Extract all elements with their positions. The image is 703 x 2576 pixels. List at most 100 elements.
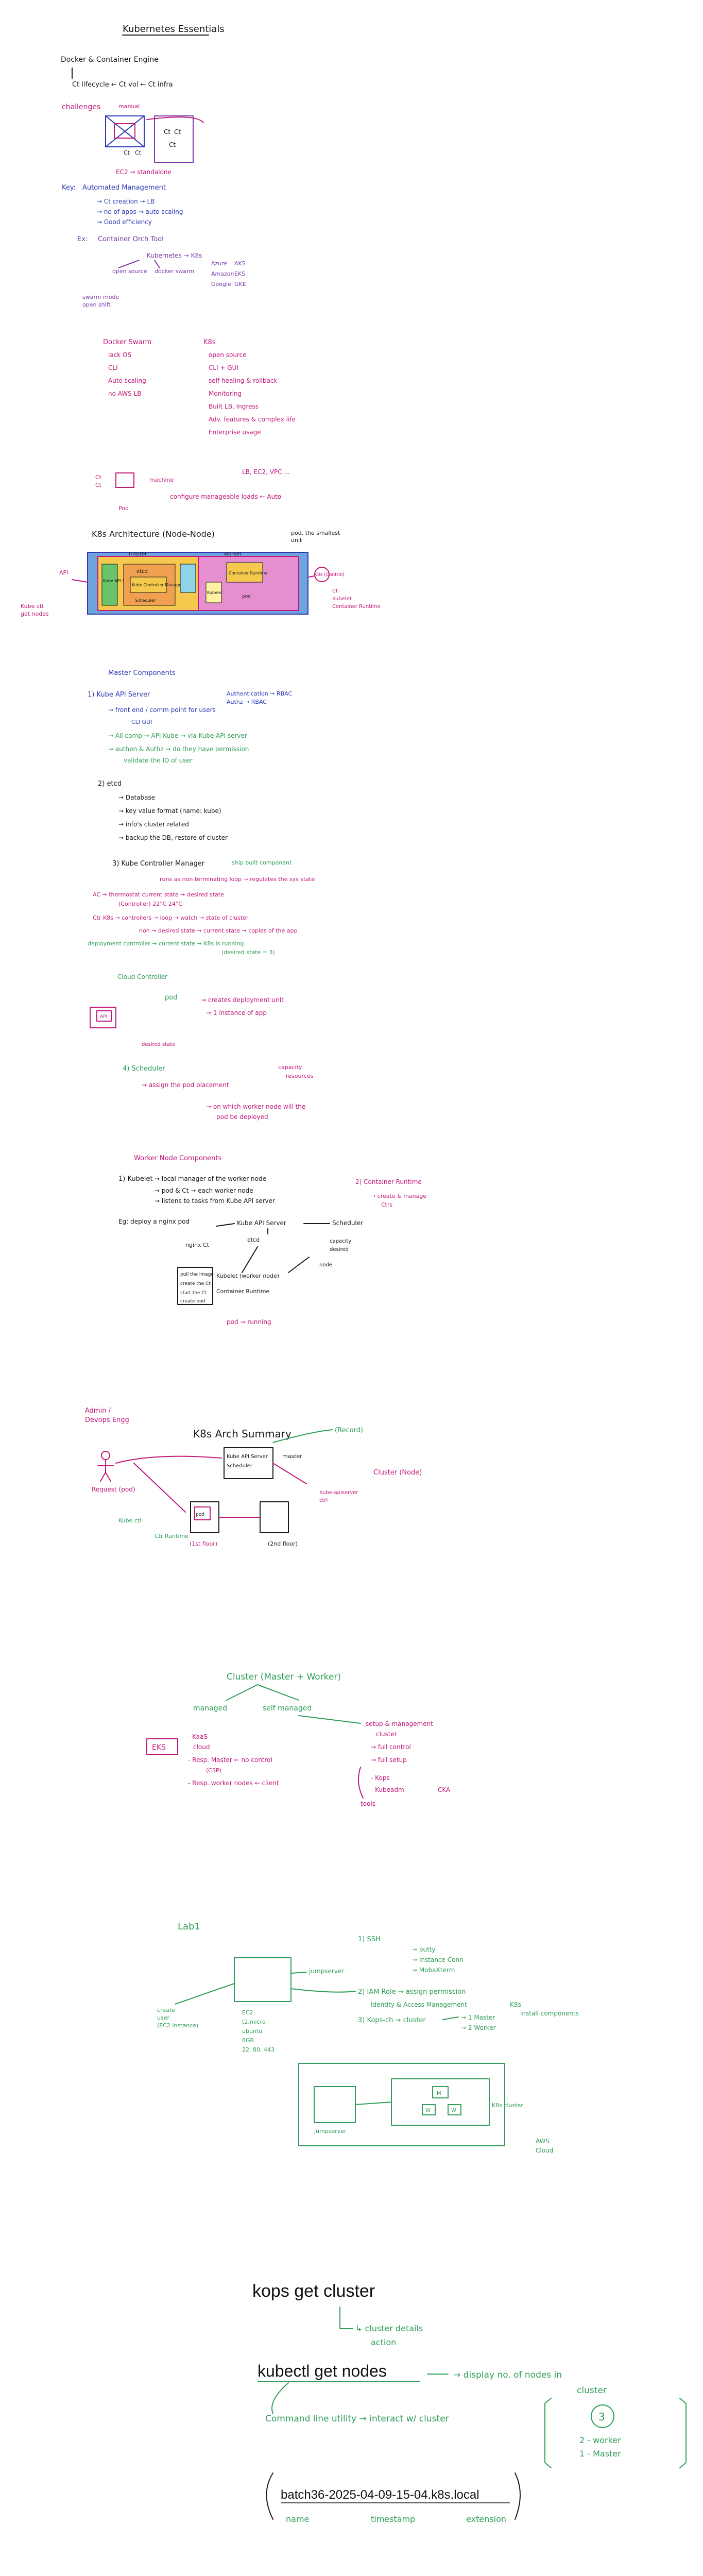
svg-text:user: user	[157, 2014, 169, 2021]
svg-text:batch36-2025-04-09-15-04.k8s.l: batch36-2025-04-09-15-04.k8s.local	[281, 2488, 479, 2502]
deployment-notes: Cloud Controller pod → creates deploymen…	[90, 973, 284, 1047]
svg-text:1 - Master: 1 - Master	[579, 2449, 621, 2459]
intro-line2: Ct lifecycle ← Ct vol ← Ct infra	[72, 81, 173, 89]
svg-text:→ creates deployment unit: → creates deployment unit	[201, 996, 284, 1004]
svg-text:→ full control: → full control	[371, 1743, 411, 1751]
svg-text:timestamp: timestamp	[371, 2514, 415, 2524]
svg-text:→ Database: → Database	[118, 794, 155, 801]
svg-text:1) SSH: 1) SSH	[358, 1936, 381, 1943]
kops-command: kops get cluster ↳ cluster details actio…	[252, 2281, 423, 2347]
svg-text:create: create	[157, 2007, 175, 2013]
svg-text:action: action	[371, 2337, 396, 2347]
svg-text:CLI + GUI: CLI + GUI	[209, 364, 238, 371]
svg-text:→ backup the DB, restore of cl: → backup the DB, restore of cluster	[118, 834, 228, 841]
svg-text:→ 2 Worker: → 2 Worker	[461, 2024, 496, 2031]
orchestration-tools: Kubernetes → K8s open source docker swar…	[82, 252, 246, 308]
svg-text:capacity: capacity	[278, 1064, 302, 1071]
svg-text:1) Kube API Server: 1) Kube API Server	[88, 691, 150, 699]
svg-text:M: M	[437, 2091, 441, 2096]
svg-text:LB, EC2, VPC ...: LB, EC2, VPC ...	[242, 468, 290, 476]
svg-text:4) Scheduler: 4) Scheduler	[123, 1065, 165, 1073]
svg-text:Google: Google	[211, 281, 231, 287]
svg-text:AKS: AKS	[234, 260, 246, 267]
arch-note-2: unit	[291, 537, 302, 544]
svg-text:setup & management: setup & management	[366, 1720, 433, 1727]
svg-text:Container Runtime: Container Runtime	[332, 604, 381, 609]
ec2-standalone: EC2 → standalone	[116, 168, 172, 176]
svg-text:Azure: Azure	[211, 260, 228, 267]
svg-text:Kube Controller Manager: Kube Controller Manager	[132, 583, 183, 587]
svg-text:ctrl: ctrl	[319, 1498, 328, 1503]
svg-text:GKE: GKE	[234, 281, 246, 287]
svg-text:managed: managed	[193, 1704, 227, 1713]
svg-text:ship built component: ship built component	[232, 859, 292, 866]
svg-text:ubuntu: ubuntu	[242, 2028, 262, 2035]
svg-text:→ on which worker node will th: → on which worker node will the	[206, 1103, 305, 1110]
svg-text:EC2: EC2	[242, 2009, 253, 2016]
svg-text:Cloud Controller: Cloud Controller	[117, 973, 167, 980]
svg-text:worker: worker	[224, 551, 242, 557]
svg-text:K8s (Control): K8s (Control)	[314, 572, 345, 578]
lab-diagram: jumpserver create user (EC2 instance) EC…	[157, 1936, 579, 2154]
svg-text:open shift: open shift	[82, 301, 111, 308]
svg-text:create pod: create pod	[180, 1299, 205, 1304]
svg-text:open source: open source	[209, 351, 247, 359]
svg-text:EKS: EKS	[152, 1743, 166, 1752]
worker-components-heading: Worker Node Components	[134, 1155, 221, 1162]
svg-text:API: API	[59, 569, 68, 576]
svg-text:Authentication → RBAC: Authentication → RBAC	[227, 690, 292, 697]
svg-text:kops get cluster: kops get cluster	[252, 2281, 375, 2301]
svg-text:jumpserver: jumpserver	[314, 2128, 347, 2134]
ct-box-1	[105, 115, 145, 147]
svg-text:Ct: Ct	[164, 128, 170, 135]
arch-diagram: master worker Kube API Server etcd Kube …	[21, 551, 381, 617]
challenges-diagram: Ct Ct Ct manual Ct Ct	[105, 103, 204, 163]
nginx-deploy-flow: Eg: deploy a nginx pod Kube API Server S…	[118, 1218, 363, 1326]
svg-text:K8s: K8s	[203, 338, 216, 346]
svg-text:lack OS: lack OS	[108, 351, 131, 359]
svg-text:pod → running: pod → running	[227, 1318, 271, 1326]
svg-text:Kube API Server: Kube API Server	[103, 579, 136, 583]
svg-text:Command line utility → interac: Command line utility → interact w/ clust…	[265, 2414, 449, 2424]
svg-text:CLI GUI: CLI GUI	[131, 719, 152, 725]
controller-manager-notes: 3) Kube Controller Manager ship built co…	[88, 859, 315, 956]
scheduler-notes: 4) Scheduler → assign the pod placement …	[123, 1064, 314, 1121]
svg-text:→ MobaXterm: → MobaXterm	[412, 1967, 455, 1974]
svg-text:tools: tools	[361, 1800, 375, 1807]
ex-text: Container Orch Tool	[98, 235, 164, 243]
svg-text:→ create & manage: → create & manage	[371, 1193, 426, 1199]
svg-text:pod: pod	[242, 594, 251, 599]
svg-text:etcd: etcd	[136, 569, 148, 574]
key-label: Key:	[62, 184, 76, 192]
svg-text:swarm mode: swarm mode	[82, 294, 119, 300]
svg-text:resources: resources	[286, 1073, 314, 1079]
svg-text:- KaaS: - KaaS	[188, 1733, 208, 1740]
svg-text:deployment controller → curren: deployment controller → current state → …	[88, 940, 244, 947]
svg-text:(CSP): (CSP)	[206, 1767, 221, 1774]
svg-text:→ display no. of nodes in: → display no. of nodes in	[453, 2370, 562, 2380]
svg-text:(desired state = 3): (desired state = 3)	[221, 949, 275, 956]
page-title: Kubernetes Essentials	[123, 24, 225, 35]
svg-text:Scheduler: Scheduler	[332, 1219, 363, 1227]
kubectl-command: kubectl get nodes → display no. of nodes…	[258, 2362, 687, 2468]
svg-text:Monitoring: Monitoring	[209, 390, 242, 397]
svg-text:Scheduler: Scheduler	[135, 598, 156, 603]
svg-text:→ putty: → putty	[412, 1946, 436, 1953]
key-item-2: → no of apps → auto scaling	[97, 208, 183, 215]
kubelet-notes: 1) Kubelet → local manager of the worker…	[118, 1175, 426, 1208]
svg-text:self healing & rollback: self healing & rollback	[209, 377, 277, 384]
svg-text:desired state: desired state	[142, 1042, 175, 1047]
svg-text:Enterprise usage: Enterprise usage	[209, 429, 261, 436]
svg-text:capacity: capacity	[330, 1239, 351, 1244]
svg-text:Ct: Ct	[95, 482, 102, 488]
svg-text:Authz → RBAC: Authz → RBAC	[227, 699, 267, 705]
svg-text:pod: pod	[165, 994, 177, 1002]
svg-text:2) IAM Role → assign permissio: 2) IAM Role → assign permission	[358, 1988, 466, 1996]
ct-box-2	[154, 115, 194, 163]
svg-text:Adv. features & complex life: Adv. features & complex life	[209, 416, 296, 423]
svg-text:Ctr Runtime: Ctr Runtime	[155, 1533, 188, 1539]
svg-text:kubectl get nodes: kubectl get nodes	[258, 2362, 387, 2380]
svg-text:- Resp. worker nodes ← client: - Resp. worker nodes ← client	[188, 1780, 279, 1787]
svg-text:Kube API Server: Kube API Server	[237, 1219, 286, 1227]
